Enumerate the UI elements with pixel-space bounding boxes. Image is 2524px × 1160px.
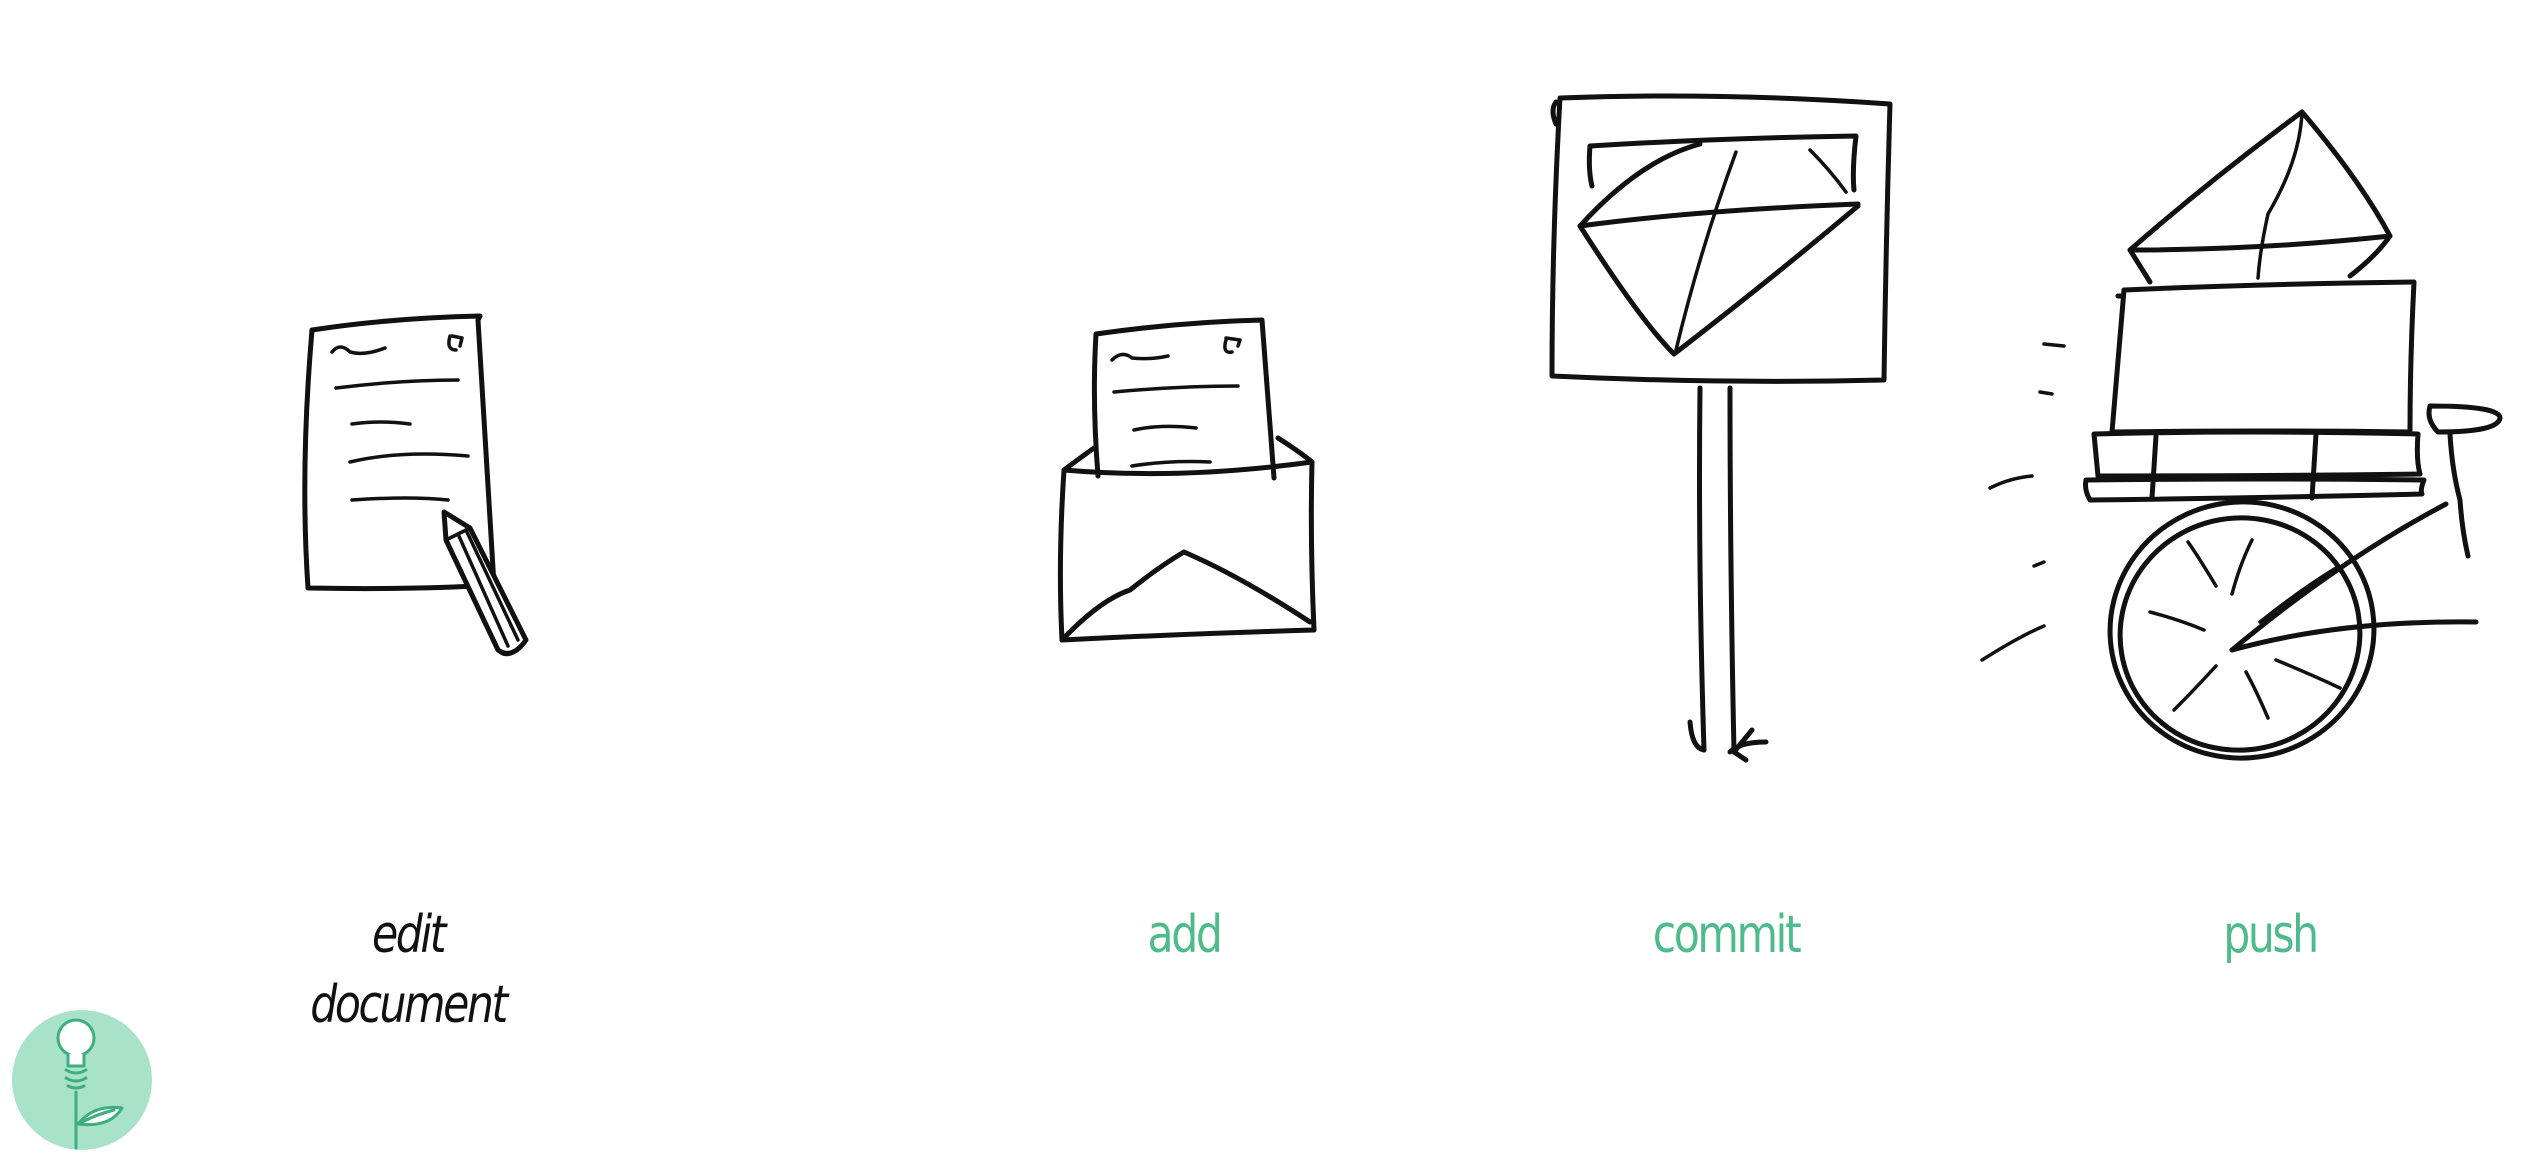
step-label-edit-line2: document <box>310 975 508 1035</box>
step-label-edit-document: edit document <box>277 900 539 1040</box>
mail-cart-icon <box>1980 109 2503 761</box>
envelope-document-icon <box>1057 317 1317 643</box>
step-label-commit: commit <box>1652 905 1802 965</box>
step-label-push: push <box>2223 905 2319 965</box>
mailbox-icon <box>1549 93 1893 763</box>
lightbulb-sprout-icon <box>12 1010 152 1150</box>
step-label-edit-line1: edit <box>371 905 446 965</box>
step-label-add: add <box>1147 905 1223 965</box>
document-pencil-icon <box>302 313 529 657</box>
